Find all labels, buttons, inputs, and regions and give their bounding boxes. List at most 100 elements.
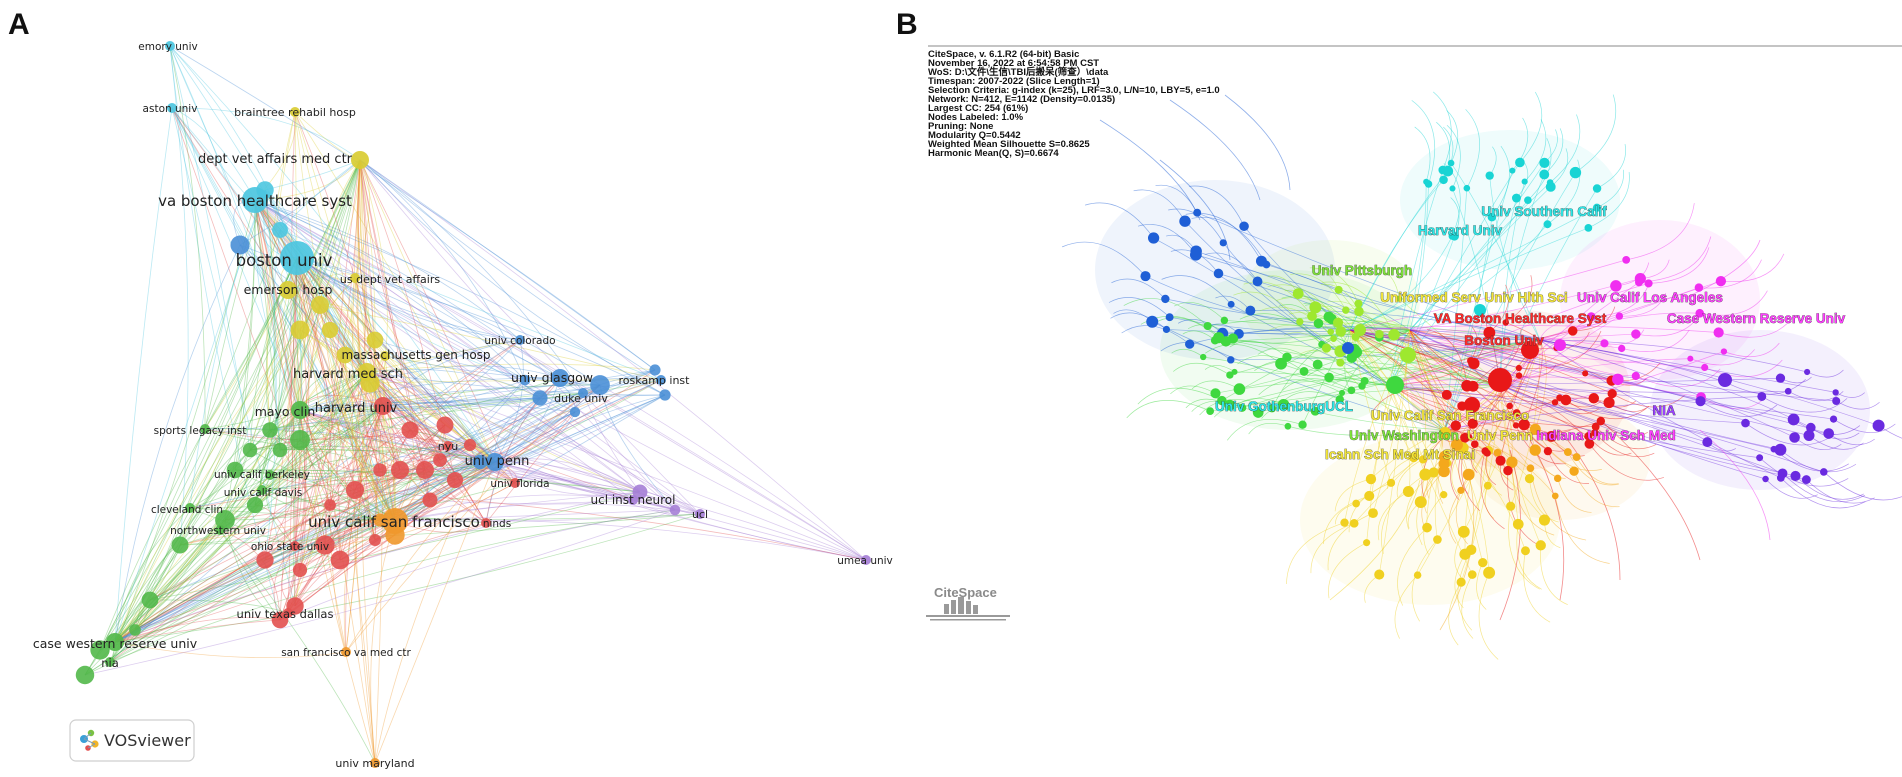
network-edge xyxy=(1379,336,1501,386)
network-edge xyxy=(296,257,487,524)
network-edge xyxy=(299,409,641,493)
network-edge xyxy=(514,394,666,484)
network-edge xyxy=(1237,355,1305,372)
network-node xyxy=(1775,373,1786,383)
label-univ-pittsburgh: Univ Pittsburgh xyxy=(1312,263,1413,278)
network-edge xyxy=(354,392,584,491)
network-node xyxy=(1801,475,1811,485)
network-edge xyxy=(1426,429,1446,528)
network-edge xyxy=(114,159,361,643)
network-edge xyxy=(1366,384,1391,543)
network-edge xyxy=(279,159,361,231)
network-node xyxy=(1161,294,1170,304)
network-edge xyxy=(1333,327,1351,339)
network-node xyxy=(1478,557,1488,568)
network-edge xyxy=(394,509,676,522)
network-node xyxy=(1872,419,1885,432)
network-edge xyxy=(1724,378,1806,395)
network-edge xyxy=(204,428,449,451)
network-edge xyxy=(269,461,496,482)
network-edge xyxy=(204,428,634,501)
network-edge xyxy=(324,444,471,546)
network-edge xyxy=(354,277,441,461)
network-edge xyxy=(359,159,456,481)
network-edge xyxy=(494,458,641,493)
network-edge xyxy=(1396,459,1424,498)
citespace-info-line: CiteSpace, v. 6.1.R2 (64-bit) Basic xyxy=(928,49,1079,60)
network-edge xyxy=(1286,356,1501,386)
network-node xyxy=(1349,518,1359,528)
node-univ-calif-berkeley xyxy=(265,470,275,480)
network-edge xyxy=(429,499,634,504)
network-node xyxy=(1224,399,1236,411)
network-node xyxy=(1572,453,1581,462)
network-edge xyxy=(324,159,361,546)
network-node xyxy=(1701,363,1709,372)
node-univ-penn xyxy=(486,453,504,471)
label-nyu: nyu xyxy=(438,440,458,453)
network-edge xyxy=(1539,316,1592,341)
network-edge xyxy=(1499,384,1519,525)
node-braintree-rehabil-hosp xyxy=(290,107,300,117)
network-edge xyxy=(254,199,634,501)
network-edge xyxy=(1171,348,1204,358)
network-edge xyxy=(299,354,346,571)
network-edge xyxy=(149,599,289,614)
network-node xyxy=(1806,422,1816,433)
network-edge xyxy=(109,544,181,663)
network-node xyxy=(1506,456,1518,468)
network-edge xyxy=(114,559,266,643)
network-edge xyxy=(1170,385,1216,395)
network-edge xyxy=(344,354,701,515)
network-edge xyxy=(366,371,666,396)
network-edge xyxy=(1349,329,1829,434)
network-edge xyxy=(296,257,341,561)
network-edge xyxy=(266,111,296,431)
network-edge xyxy=(1523,550,1551,623)
network-edge xyxy=(1389,169,1444,386)
network-edge xyxy=(1397,527,1428,606)
network-node xyxy=(1596,416,1606,426)
network-edge xyxy=(254,257,298,506)
network-node xyxy=(1483,481,1492,490)
network-node xyxy=(315,535,335,555)
network-edge xyxy=(485,377,561,524)
network-edge xyxy=(324,371,368,546)
network-edge xyxy=(1230,339,1541,361)
network-edge xyxy=(261,382,371,491)
network-edge xyxy=(1259,306,1334,339)
network-node xyxy=(171,536,189,554)
network-edge xyxy=(1364,380,1501,391)
network-node xyxy=(1233,383,1246,395)
network-hub-node xyxy=(1521,341,1539,359)
network-edge xyxy=(254,199,331,506)
vosviewer-logo: VOSviewer xyxy=(69,719,195,762)
network-edge xyxy=(299,405,384,571)
network-node xyxy=(1529,444,1541,456)
network-edge xyxy=(374,379,662,541)
network-edge xyxy=(1203,356,1446,431)
network-edge xyxy=(273,545,296,621)
network-edge xyxy=(324,461,496,546)
network-edge xyxy=(1317,364,1391,386)
network-node xyxy=(1789,432,1800,443)
panel-b-letter: B xyxy=(896,8,918,41)
network-edge xyxy=(379,379,526,521)
label-univ-texas-dallas: univ texas dallas xyxy=(237,607,334,621)
network-edge xyxy=(84,461,496,676)
network-edge xyxy=(1409,329,1794,420)
network-edge xyxy=(224,479,456,521)
label-emerson-hosp: emerson hosp xyxy=(244,282,333,297)
network-edge xyxy=(354,277,396,536)
network-edge xyxy=(1349,170,1449,331)
network-edge xyxy=(109,339,376,663)
network-edge xyxy=(171,107,368,373)
network-edge xyxy=(1258,379,1343,396)
label-va-boston-healthcare-syst: VA Boston Healthcare Syst xyxy=(1434,311,1607,326)
network-node xyxy=(1803,430,1815,442)
network-edge xyxy=(382,379,526,408)
network-edge xyxy=(294,159,361,547)
network-node xyxy=(1493,448,1502,457)
